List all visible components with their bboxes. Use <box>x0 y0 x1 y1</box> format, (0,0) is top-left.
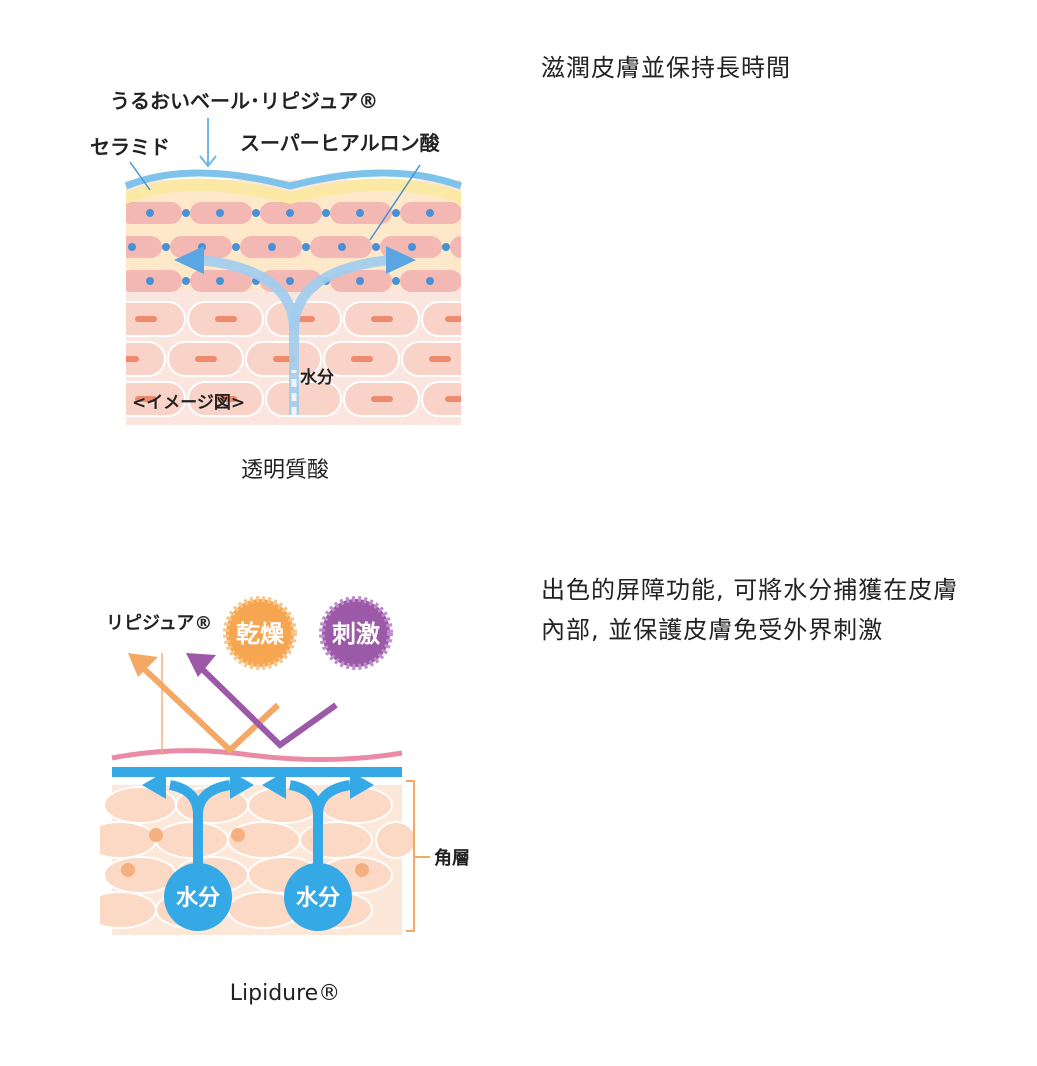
irritation-badge: 刺激 <box>319 596 393 670</box>
water-right-label: 水分 <box>296 886 340 911</box>
dry-badge: 乾燥 <box>223 596 297 670</box>
veil-label: うるおいベール･リピジュア® <box>110 89 378 113</box>
corneum-label: 角層 <box>434 847 470 869</box>
lipidure-label: リピジュア® <box>106 613 212 634</box>
ceramide-label: セラミド <box>90 135 170 159</box>
lipidure-illustration: 水分 水分 乾燥 刺激 リピジュア® 角層 <box>83 596 470 935</box>
image-note-label: <イメージ図> <box>132 393 245 413</box>
item2-description: 出色的屏障功能, 可將水分捕獲在皮膚 內部, 並保護皮膚免受外界刺激 <box>541 570 1021 650</box>
svg-text:乾燥: 乾燥 <box>236 620 285 648</box>
item1-description: 滋潤皮膚並保持長時間 <box>541 54 791 82</box>
hyaluronic-label: スーパーヒアルロン酸 <box>240 131 441 155</box>
item1-diagram: うるおいベール･リピジュア® セラミド スーパーヒアルロン酸 水分 <イメージ図… <box>90 80 490 425</box>
item2-diagram: 水分 水分 乾燥 刺激 リピジュア® 角層 <box>83 595 490 940</box>
item2-description-line2: 內部, 並保護皮膚免受外界刺激 <box>541 616 884 644</box>
water-label: 水分 <box>300 367 334 388</box>
item2-caption: Lipidure® <box>229 981 341 1006</box>
hyaluronic-illustration: うるおいベール･リピジュア® セラミド スーパーヒアルロン酸 水分 <イメージ図… <box>90 89 463 425</box>
item2-description-line1: 出色的屏障功能, 可將水分捕獲在皮膚 <box>541 576 959 604</box>
item1-caption: 透明質酸 <box>240 458 329 483</box>
water-left-label: 水分 <box>176 886 220 911</box>
svg-text:刺激: 刺激 <box>332 620 380 648</box>
